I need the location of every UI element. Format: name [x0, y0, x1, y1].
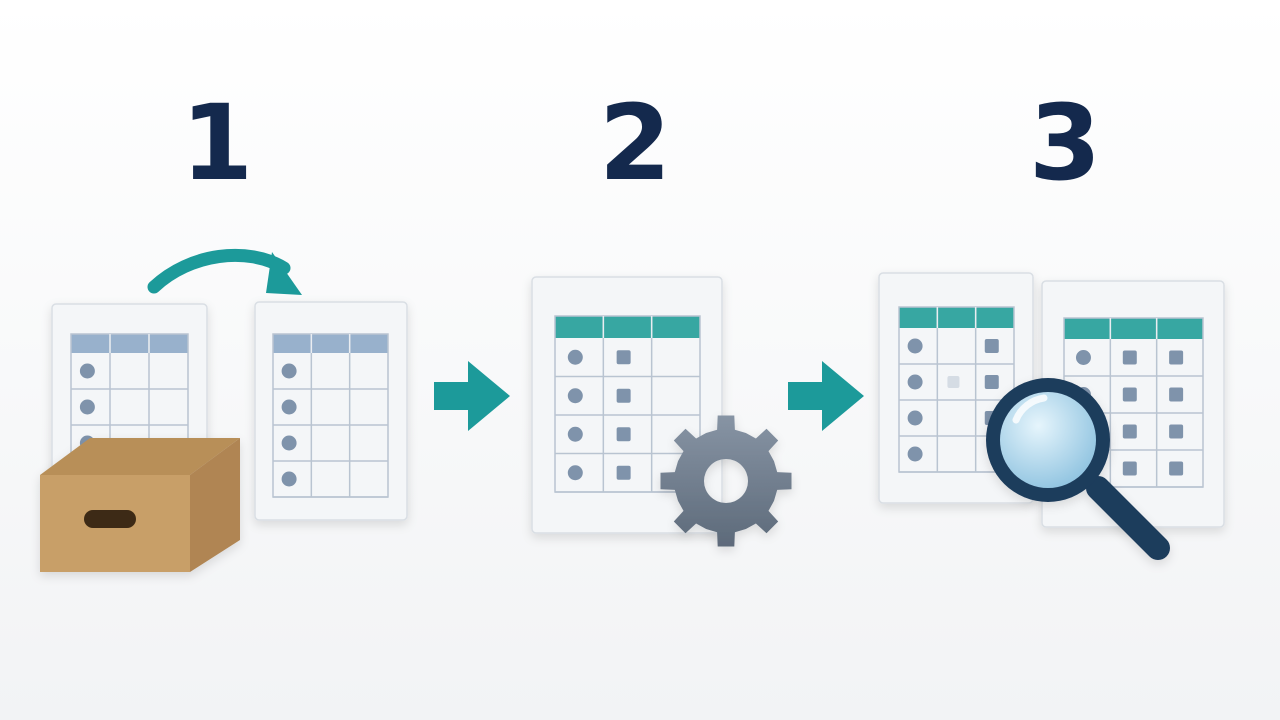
step-3-group — [878, 272, 1225, 560]
box-icon — [40, 438, 240, 572]
arrow-right-icon — [434, 361, 510, 431]
step-1-group — [40, 248, 408, 572]
document-copied — [254, 301, 408, 521]
step-3-number: 3 — [1028, 82, 1102, 204]
transfer-arrow-icon — [147, 248, 302, 295]
step-2-group — [531, 276, 792, 547]
step-1-number: 1 — [180, 82, 254, 204]
step-2-number: 2 — [598, 82, 672, 204]
magnifier-icon — [986, 378, 1170, 560]
gear-icon — [660, 415, 792, 547]
arrow-right-icon — [788, 361, 864, 431]
document-review-front — [878, 272, 1034, 504]
